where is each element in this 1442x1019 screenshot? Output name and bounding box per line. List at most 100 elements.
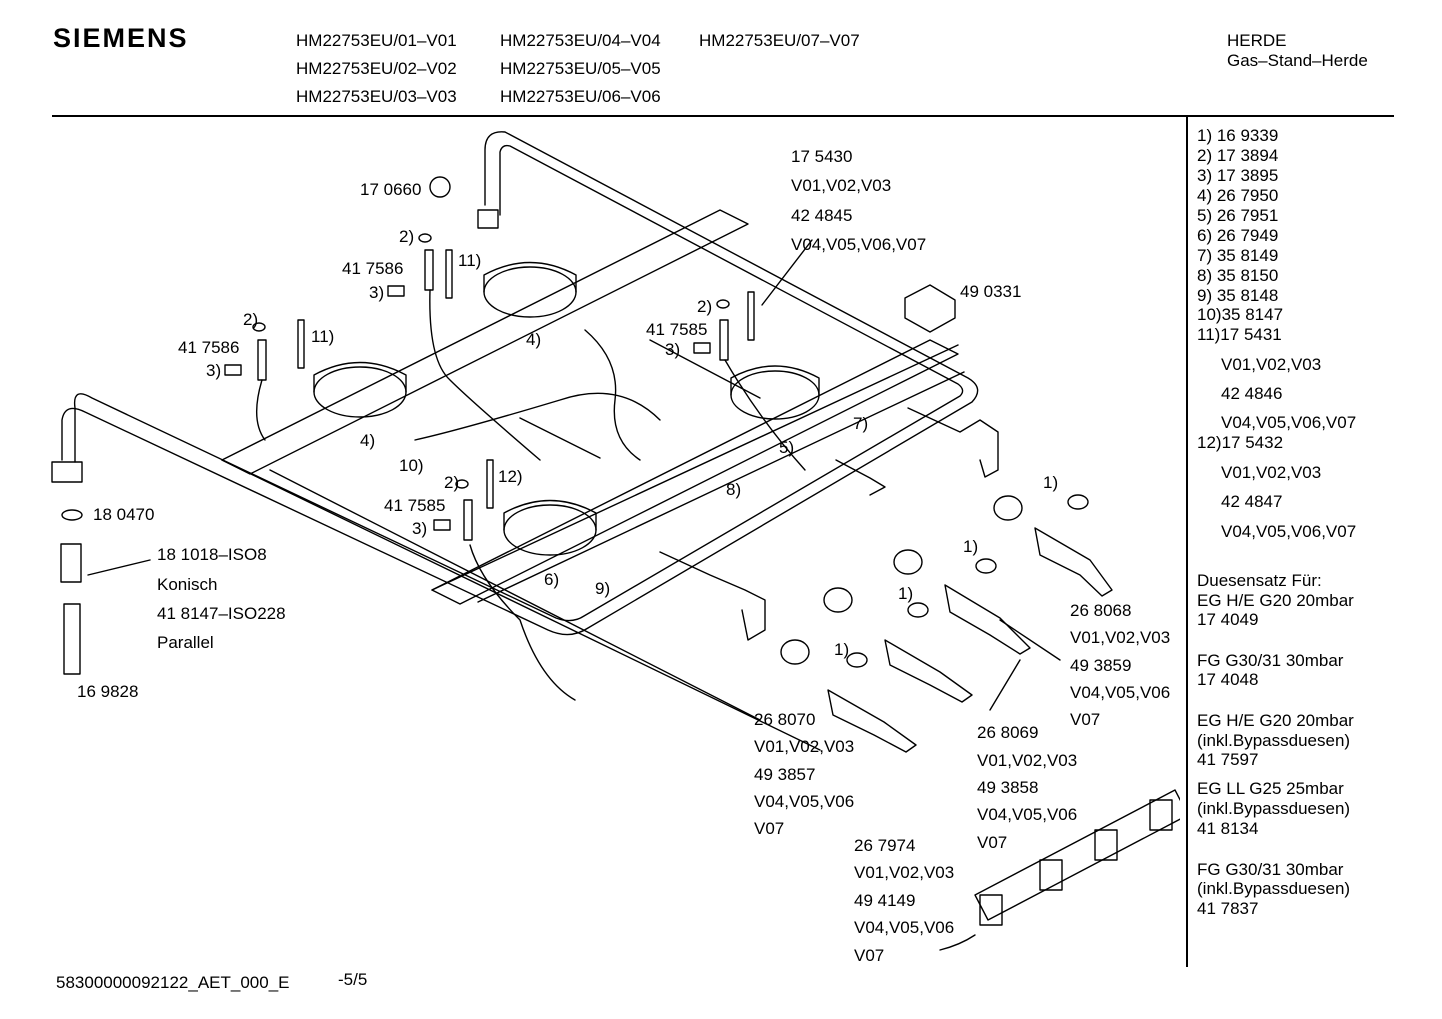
callout-line: V04,V05,V06 <box>854 918 955 937</box>
nozzle-set-line: 17 4049 <box>1197 610 1259 629</box>
marker: 2) <box>444 473 460 492</box>
callout-line: 49 3859 <box>1070 656 1132 675</box>
callout-line: V07 <box>854 946 885 965</box>
nozzle-set-line: FG G30/31 30mbar <box>1197 860 1344 879</box>
ignition-module <box>904 284 956 333</box>
marker: 11) <box>458 251 482 270</box>
parts-list-item: 42 4846 <box>1221 384 1283 403</box>
callout-line: V07 <box>754 819 785 838</box>
callout-line: V01,V02,V03 <box>1070 628 1171 647</box>
parts-list-item: 10)35 8147 <box>1197 305 1284 324</box>
parts-list-item: 11)17 5431 <box>1197 325 1282 344</box>
document-id: 58300000092122_AET_000_E <box>56 973 290 992</box>
nozzle-set-line: EG H/E G20 20mbar <box>1197 711 1354 730</box>
model-number: HM22753EU/02–V02 <box>296 59 457 78</box>
callout-line: 26 8069 <box>977 723 1039 742</box>
parts-list-item: 6) 26 7949 <box>1197 226 1279 245</box>
parts-list-item: 4) 26 7950 <box>1197 186 1279 205</box>
nozzle-set-line: EG H/E G20 20mbar <box>1197 591 1354 610</box>
fittings <box>51 176 730 675</box>
callout-41-8147: 41 8147–ISO228 <box>157 604 286 623</box>
subcategory-label: Gas–Stand–Herde <box>1227 51 1368 70</box>
callout-line: 49 3858 <box>977 778 1039 797</box>
parts-list-item: V01,V02,V03 <box>1221 355 1322 374</box>
nozzle-set-line: 41 7837 <box>1197 899 1259 918</box>
nozzle-set-line: (inkl.Bypassduesen) <box>1197 879 1351 898</box>
parts-list-item: V04,V05,V06,V07 <box>1221 522 1357 541</box>
callout-line: 17 5430 <box>791 147 853 166</box>
callout-line: 49 3857 <box>754 765 816 784</box>
nozzle-set-line: 17 4048 <box>1197 670 1259 689</box>
parts-list-item: 2) 17 3894 <box>1197 146 1279 165</box>
marker: 2) <box>243 310 259 329</box>
nozzle-set-line: FG G30/31 30mbar <box>1197 651 1344 670</box>
marker: 1) <box>963 537 979 556</box>
model-number: HM22753EU/04–V04 <box>500 31 661 50</box>
callout-line: 42 4845 <box>791 206 853 225</box>
nozzle-set-line: 41 7597 <box>1197 750 1259 769</box>
callout-line: 26 7974 <box>854 836 916 855</box>
callout-18-1018: 18 1018–ISO8 <box>157 545 267 564</box>
nozzle-set-line: (inkl.Bypassduesen) <box>1197 731 1351 750</box>
parts-list-item: 9) 35 8148 <box>1197 286 1279 305</box>
callout-line: V01,V02,V03 <box>854 863 955 882</box>
sidebar-divider <box>1186 117 1188 967</box>
igniters <box>257 249 755 541</box>
gas-valves <box>780 494 1113 753</box>
exploded-view-drawing <box>51 131 1180 951</box>
callout-line: V01,V02,V03 <box>977 751 1078 770</box>
parts-list-item: 12)17 5432 <box>1197 433 1284 452</box>
callout-17-0660: 17 0660 <box>360 180 422 199</box>
callout-line: V01,V02,V03 <box>791 176 892 195</box>
parts-list-item: V04,V05,V06,V07 <box>1221 413 1357 432</box>
burners <box>313 261 820 556</box>
page-number: -5/5 <box>338 970 368 989</box>
marker: 9) <box>595 579 611 598</box>
callout-line: 26 8068 <box>1070 601 1132 620</box>
marker: 3) <box>412 519 428 538</box>
marker: 2) <box>697 297 713 316</box>
marker: 7) <box>853 414 869 433</box>
callout-16-9828: 16 9828 <box>77 682 139 701</box>
callout-41-7586: 41 7586 <box>178 338 240 357</box>
model-number: HM22753EU/07–V07 <box>699 31 860 50</box>
parts-list-item: 8) 35 8150 <box>1197 266 1279 285</box>
callout-18-0470: 18 0470 <box>93 505 155 524</box>
callout-line: V07 <box>1070 710 1101 729</box>
callout-41-8147-type: Parallel <box>157 633 214 652</box>
marker: 4) <box>360 431 376 450</box>
control-panel-strip <box>939 789 1180 951</box>
nozzle-set-line: EG LL G25 25mbar <box>1197 779 1344 798</box>
nozzle-set-line: (inkl.Bypassduesen) <box>1197 799 1351 818</box>
model-number: HM22753EU/03–V03 <box>296 87 457 106</box>
callout-41-7585: 41 7585 <box>384 496 446 515</box>
marker: 4) <box>526 330 542 349</box>
marker: 8) <box>726 480 742 499</box>
callout-line: V01,V02,V03 <box>754 737 855 756</box>
marker: 3) <box>206 361 222 380</box>
marker: 1) <box>1043 473 1059 492</box>
marker: 3) <box>369 283 385 302</box>
marker: 10) <box>399 456 424 475</box>
callout-line: V04,V05,V06 <box>754 792 855 811</box>
marker: 1) <box>834 640 850 659</box>
marker: 11) <box>311 327 335 346</box>
mounting-brackets <box>659 407 999 641</box>
wires <box>255 289 806 701</box>
marker: 3) <box>665 340 681 359</box>
marker: 6) <box>544 570 560 589</box>
callout-line: 49 4149 <box>854 891 916 910</box>
callout-line: V07 <box>977 833 1008 852</box>
marker: 12) <box>498 467 523 486</box>
marker: 5) <box>779 438 795 457</box>
callout-line: V04,V05,V06 <box>1070 683 1171 702</box>
brand-logo: SIEMENS <box>53 23 189 53</box>
marker: 1) <box>898 584 914 603</box>
model-number: HM22753EU/06–V06 <box>500 87 661 106</box>
nozzle-set-line: 41 8134 <box>1197 819 1259 838</box>
header-divider <box>52 115 1394 117</box>
parts-list-item: V01,V02,V03 <box>1221 463 1322 482</box>
model-number: HM22753EU/01–V01 <box>296 31 457 50</box>
cross-bars <box>221 209 959 605</box>
callout-41-7585: 41 7585 <box>646 320 708 339</box>
